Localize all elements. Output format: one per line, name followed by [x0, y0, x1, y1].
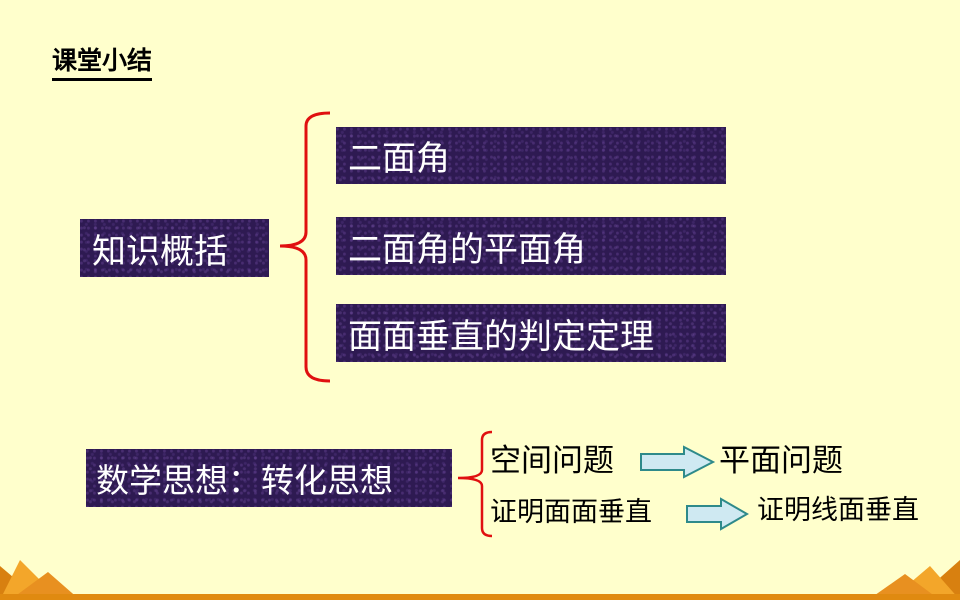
knowledge-item-box: 面面垂直的判定定理 [336, 304, 726, 362]
right-arrow-icon [686, 497, 750, 531]
thinking-label-box: 数学思想：转化思想 [86, 449, 452, 507]
slide-title: 课堂小结 [52, 46, 153, 81]
curly-bracket [457, 430, 493, 538]
knowledge-item-text: 二面角 [348, 139, 450, 179]
corner-decoration-right [868, 560, 960, 600]
corner-decoration-left [0, 560, 80, 600]
knowledge-label: 知识概括 [92, 231, 228, 272]
bottom-border [0, 594, 960, 600]
transform-to-text: 证明线面垂直 [757, 495, 919, 526]
knowledge-item-text: 二面角的平面角 [348, 229, 586, 270]
transform-to-text: 平面问题 [719, 443, 843, 479]
transform-from-text: 空间问题 [490, 443, 614, 479]
curly-bracket [279, 111, 331, 383]
knowledge-item-text: 面面垂直的判定定理 [348, 316, 654, 357]
knowledge-item-box: 二面角 [336, 127, 726, 184]
knowledge-label-box: 知识概括 [80, 219, 269, 277]
right-arrow-icon [640, 445, 716, 479]
knowledge-item-box: 二面角的平面角 [336, 217, 726, 275]
transform-from-text: 证明面面垂直 [490, 497, 652, 528]
thinking-label: 数学思想：转化思想 [96, 461, 393, 500]
